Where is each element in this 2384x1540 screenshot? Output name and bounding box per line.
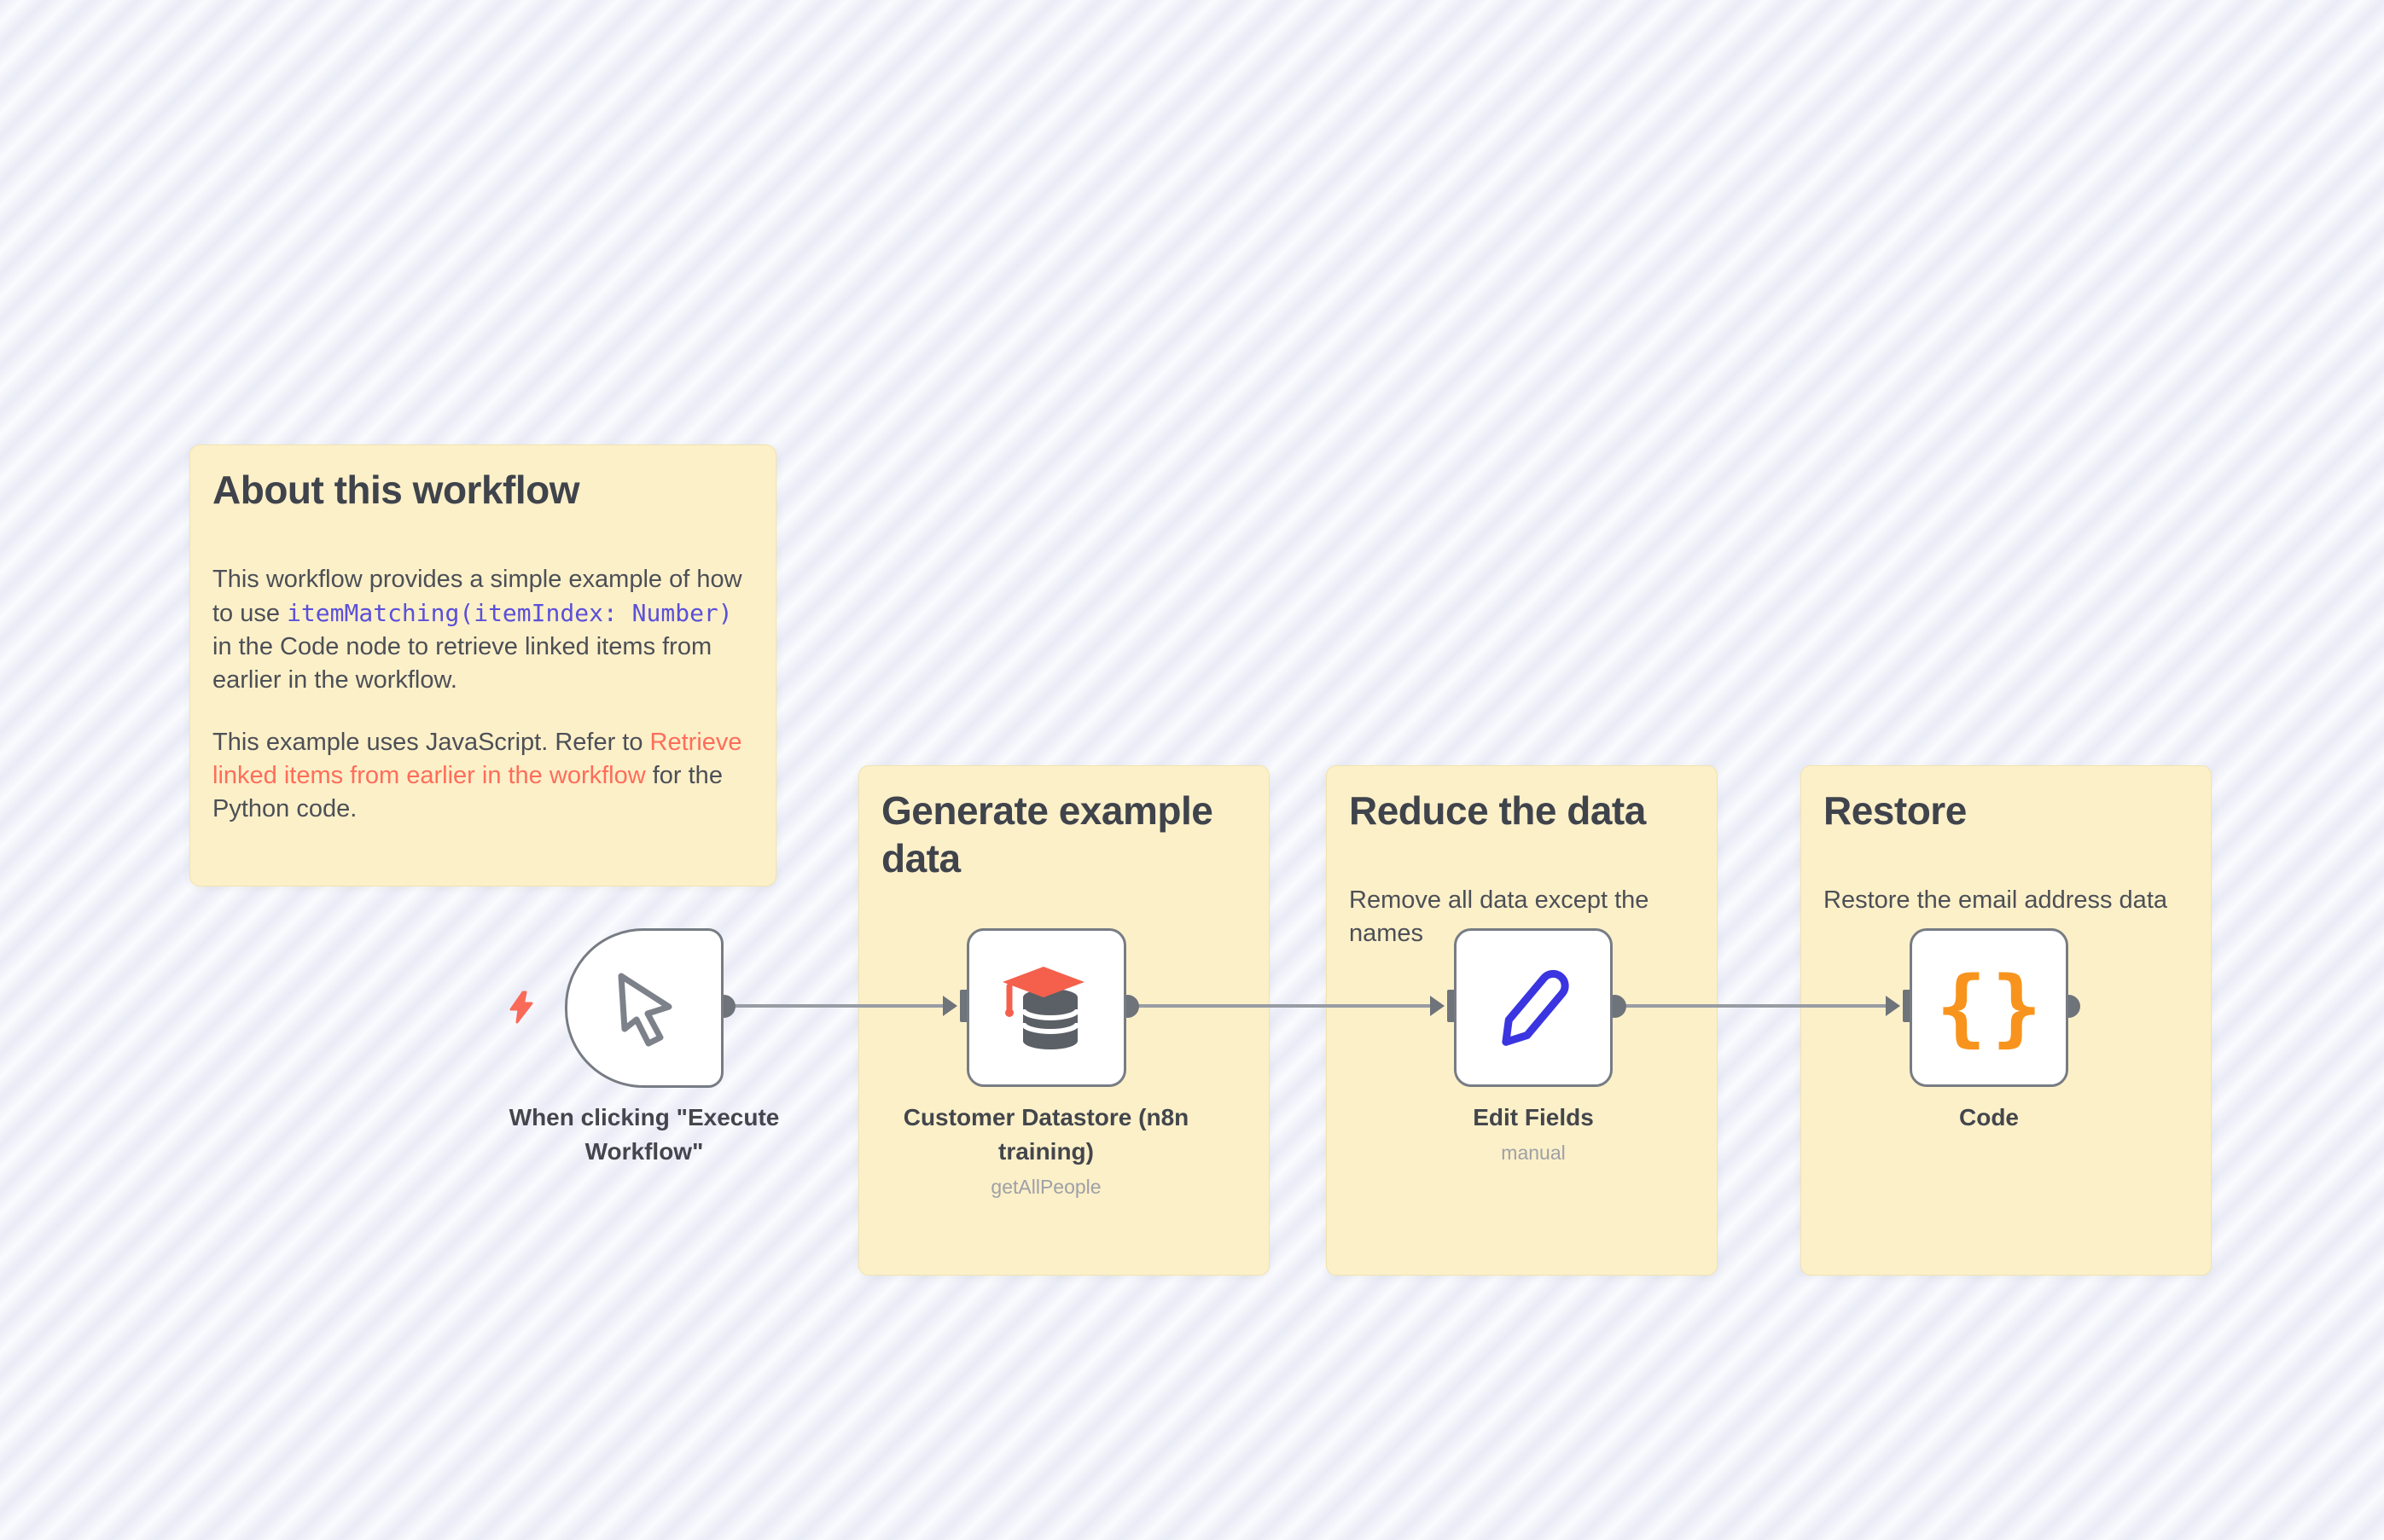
sticky-text-segment: for the Python code. (212, 762, 723, 823)
datastore-icon (1002, 967, 1084, 1049)
sticky-title: About this workflow (212, 468, 580, 512)
node-label: Customer Datastore (n8n training) (903, 1104, 1189, 1165)
input-port-edit[interactable] (1430, 989, 1456, 1023)
node-manual-trigger[interactable] (565, 928, 724, 1088)
cursor-icon (618, 973, 672, 1046)
docs-link[interactable]: Retrieve linked items from earlier in th… (212, 729, 742, 790)
sticky-text-segment: This example uses JavaScript. Refer to (212, 729, 650, 757)
input-port-datastore[interactable] (943, 989, 968, 1023)
braces-icon: {} (1935, 959, 2043, 1056)
connection-edit-code[interactable] (1614, 1004, 1887, 1008)
datastore-label-wrap: Customer Datastore (n8n training) getAll… (901, 1101, 1191, 1199)
code-label-wrap: Code (1844, 1101, 2134, 1135)
sticky-title: Restore (1823, 788, 1967, 833)
connection-datastore-edit[interactable] (1127, 1004, 1431, 1008)
edit-label-wrap: Edit Fields manual (1388, 1101, 1678, 1165)
sticky-paragraph-2: This example uses JavaScript. Refer to R… (212, 726, 753, 826)
connection-trigger-datastore[interactable] (724, 1004, 944, 1008)
sticky-paragraph-1: This workflow provides a simple example … (212, 563, 753, 697)
trigger-bolt-icon (509, 991, 533, 1024)
trigger-label-wrap: When clicking "Execute Workflow" (499, 1101, 789, 1169)
sticky-description: Restore the email address data (1823, 886, 2167, 915)
node-edit-fields[interactable] (1454, 928, 1613, 1087)
inline-code: itemMatching(itemIndex: Number) (287, 599, 733, 628)
node-code[interactable]: {} (1910, 928, 2068, 1087)
node-label: Edit Fields (1473, 1104, 1594, 1130)
sticky-title: Generate example data (881, 788, 1213, 881)
sticky-note-about[interactable]: About this workflow This workflow provid… (189, 445, 776, 886)
input-port-code[interactable] (1886, 989, 1911, 1023)
pen-icon (1502, 969, 1569, 1046)
sticky-note-reduce[interactable]: Reduce the data Remove all data except t… (1326, 765, 1718, 1276)
node-sublabel: getAllPeople (991, 1176, 1102, 1198)
node-label: Code (1959, 1104, 2019, 1130)
sticky-description: Remove all data except the names (1349, 886, 1649, 948)
sticky-title: Reduce the data (1349, 788, 1646, 833)
sticky-text-segment: This workflow provides a simple example … (212, 566, 742, 628)
node-label: When clicking "Execute Workflow" (509, 1104, 780, 1165)
sticky-text-segment: in the Code node to retrieve linked item… (212, 633, 712, 694)
node-sublabel: manual (1501, 1142, 1566, 1164)
node-customer-datastore[interactable] (967, 928, 1126, 1087)
